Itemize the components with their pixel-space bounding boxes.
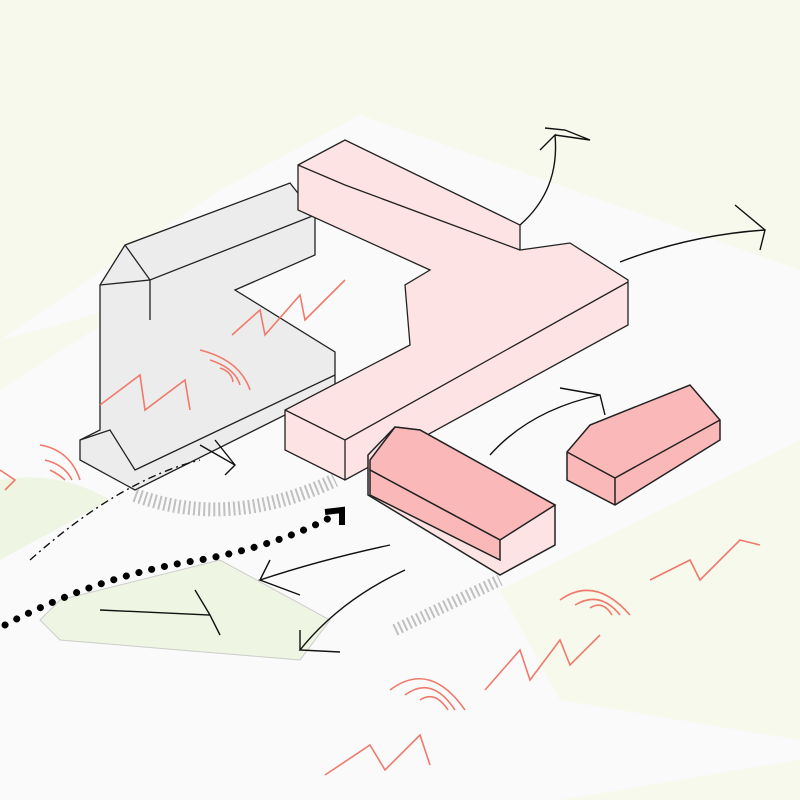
- wind-arrow-icon: [489, 387, 606, 456]
- noise-wave-icon: [484, 634, 601, 691]
- noise-wave-icon: [324, 733, 431, 776]
- noise-wave-icon: [231, 279, 346, 337]
- wind-arrow-icon: [298, 569, 406, 653]
- noise-waves: [0, 279, 761, 776]
- lawn-left: [0, 477, 110, 560]
- noise-wave-icon: [649, 539, 761, 582]
- wind-arrow-icon: [619, 204, 766, 263]
- noise-wave-icon: [99, 373, 191, 412]
- wind-arrow-icon: [519, 127, 591, 226]
- wind-arrow-icon: [99, 589, 221, 636]
- access-path: [1, 511, 339, 629]
- wind-arrow-icon: [199, 439, 237, 476]
- wind-path-dashed: [29, 459, 201, 561]
- lawn-front: [39, 559, 331, 661]
- noise-wave-icon: [559, 589, 631, 616]
- existing-building: [79, 182, 336, 491]
- wind-arrows: [29, 127, 766, 653]
- noise-wave-icon: [389, 678, 466, 711]
- new-building-front: [367, 426, 557, 576]
- new-building-l-block: [284, 139, 629, 481]
- lawn-right: [500, 440, 800, 740]
- new-building-right: [566, 384, 721, 506]
- noise-wave-icon: [0, 469, 17, 491]
- fence-front: [392, 574, 503, 636]
- noise-wave-icon: [39, 444, 81, 481]
- access-path-arrow-icon: [324, 506, 345, 525]
- noise-wave-icon: [199, 349, 251, 391]
- wind-arrow-icon: [257, 544, 391, 596]
